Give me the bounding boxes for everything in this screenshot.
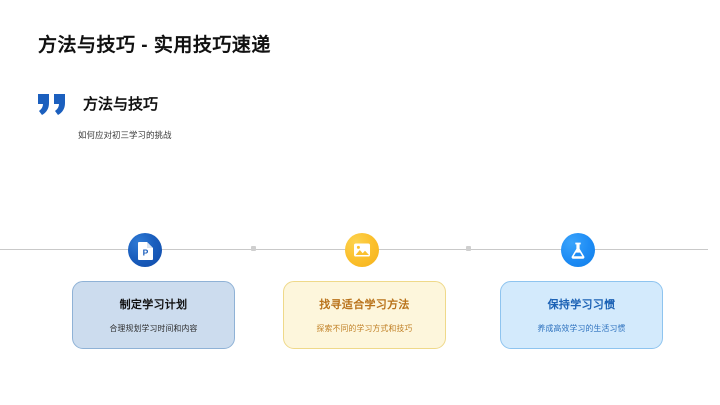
card-study-method[interactable]: 找寻适合学习方法 探索不同的学习方式和技巧	[283, 281, 446, 349]
image-picture-icon[interactable]	[345, 233, 379, 267]
card-subtitle: 养成高效学习的生活习惯	[537, 324, 626, 333]
card-title: 保持学习习惯	[547, 299, 616, 311]
card-subtitle: 合理规划学习时间和内容	[109, 324, 198, 333]
flask-beaker-icon[interactable]	[561, 233, 595, 267]
card-title: 找寻适合学习方法	[319, 299, 410, 311]
quote-heading: 方法与技巧	[83, 96, 159, 113]
document-p-icon[interactable]: P	[128, 233, 162, 267]
svg-text:P: P	[142, 247, 148, 257]
card-study-habit[interactable]: 保持学习习惯 养成高效学习的生活习惯	[500, 281, 663, 349]
timeline-dot-1	[251, 246, 256, 251]
page-title: 方法与技巧 - 实用技巧速递	[38, 35, 271, 56]
card-study-plan[interactable]: 制定学习计划 合理规划学习时间和内容	[72, 281, 235, 349]
card-subtitle: 探索不同的学习方式和技巧	[316, 324, 413, 333]
timeline-dot-2	[466, 246, 471, 251]
quote-block: 方法与技巧 如何应对初三学习的挑战	[36, 90, 366, 150]
card-title: 制定学习计划	[119, 299, 188, 311]
quote-subtitle: 如何应对初三学习的挑战	[78, 130, 172, 140]
quote-mark-icon	[36, 90, 70, 120]
